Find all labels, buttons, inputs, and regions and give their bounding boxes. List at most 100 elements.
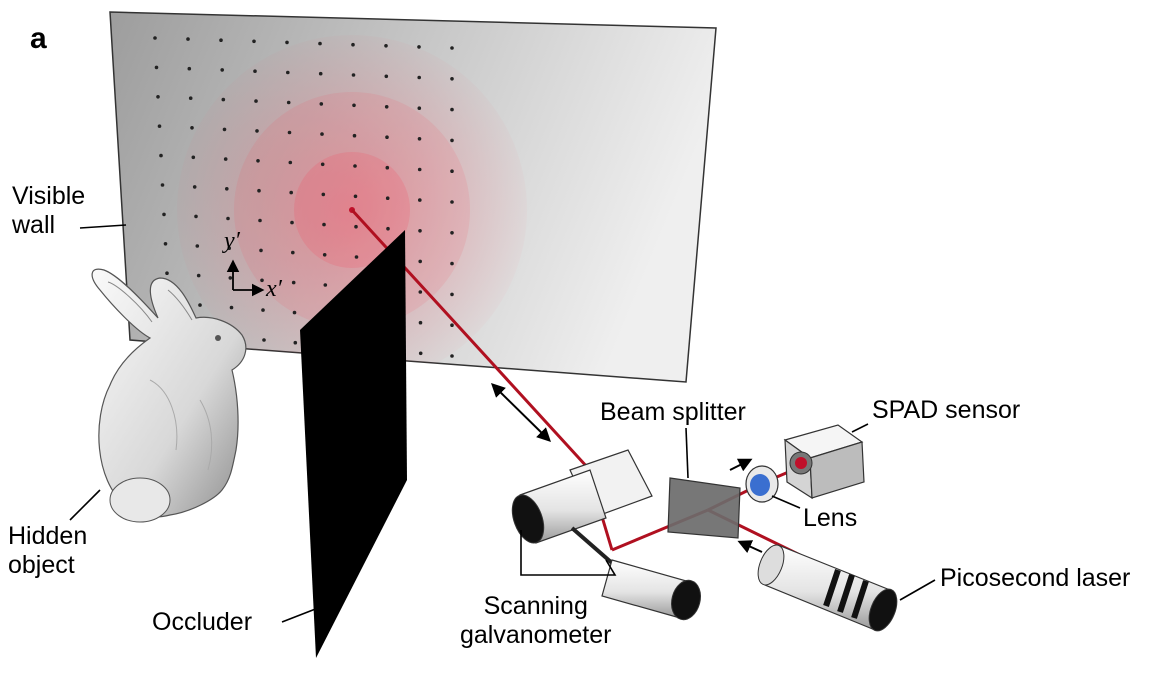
leader-lens (771, 495, 801, 509)
leader-beam-splitter (685, 427, 689, 479)
label-scanning-galvanometer: Scanning galvanometer (460, 592, 612, 649)
grid-dot (156, 95, 160, 99)
grid-dot (286, 70, 290, 75)
label-axis-y: y′ (224, 228, 240, 254)
grid-dot (417, 45, 421, 49)
grid-dot (163, 242, 168, 246)
grid-dot (352, 103, 356, 108)
grid-dot (351, 42, 355, 47)
label-occluder: Occluder (152, 608, 253, 636)
grid-dot (192, 185, 197, 189)
grid-dot (227, 246, 231, 250)
grid-dot (198, 303, 202, 307)
grid-dot (450, 354, 454, 358)
grid-dot (293, 340, 298, 345)
label-beam-splitter: Beam splitter (600, 398, 746, 426)
leader-visible-wall (79, 224, 127, 229)
sensor-arrow (729, 458, 753, 472)
grid-dot (260, 278, 264, 283)
grid-dot (450, 323, 454, 328)
grid-dot (157, 124, 162, 128)
grid-dot (194, 214, 198, 219)
label-axis-x: x′ (266, 276, 282, 302)
grid-dot (159, 153, 163, 158)
grid-dot (162, 212, 166, 217)
grid-dot (386, 226, 390, 231)
grid-dot (285, 40, 289, 45)
grid-dot (384, 74, 389, 79)
grid-dot (286, 100, 291, 105)
grid-dot (225, 187, 229, 191)
grid-dot (353, 164, 357, 168)
grid-dot (257, 188, 261, 193)
galvanometer-motor-1 (511, 469, 607, 544)
grid-dot (417, 75, 422, 80)
grid-dot (450, 231, 454, 235)
grid-dot (288, 160, 293, 165)
grid-dot (352, 133, 357, 138)
grid-dot (289, 190, 294, 195)
grid-dot (354, 255, 359, 259)
grid-dot (196, 273, 201, 278)
grid-dot (290, 220, 294, 225)
grid-dot (287, 130, 292, 135)
leader-hidden-object (69, 489, 101, 521)
beam-splitter (667, 477, 741, 539)
grid-dot (322, 222, 326, 227)
grid-dot (229, 305, 234, 310)
grid-dot (384, 44, 388, 48)
grid-dot (450, 169, 454, 173)
grid-dot (322, 253, 327, 257)
grid-dot (220, 68, 224, 72)
grid-dot (385, 135, 389, 139)
grid-dot (418, 259, 423, 264)
galvanometer-motor-2 (570, 526, 701, 621)
leader-galvanometer (520, 530, 617, 576)
grid-dot (450, 292, 454, 297)
grid-dot (253, 69, 257, 73)
grid-dot (417, 137, 422, 141)
grid-dot (262, 338, 266, 342)
leader-spad (851, 423, 869, 433)
laser-arrow (737, 540, 763, 554)
lens (745, 465, 779, 503)
label-hidden-object: Hidden object (8, 522, 88, 579)
grid-dot (418, 229, 422, 233)
grid-dot (318, 71, 323, 76)
grid-dot (351, 73, 356, 77)
grid-dot (153, 36, 157, 40)
label-lens: Lens (803, 504, 858, 532)
grid-dot (319, 102, 324, 106)
grid-dot (318, 41, 322, 46)
panel-label: a (30, 22, 47, 55)
picosecond-laser (757, 544, 898, 632)
grid-dot (353, 194, 358, 199)
grid-dot (255, 129, 259, 133)
grid-dot (223, 157, 228, 161)
spad-sensor (783, 424, 865, 500)
grid-dot (320, 132, 324, 136)
grid-dot (252, 39, 256, 44)
grid-dot (418, 198, 422, 202)
occluder (300, 230, 407, 658)
grid-dot (160, 183, 165, 187)
grid-dot (187, 66, 192, 71)
grid-dot (385, 196, 390, 200)
grid-dot (186, 37, 190, 41)
grid-dot (450, 46, 454, 50)
grid-dot (154, 65, 159, 70)
label-spad-sensor: SPAD sensor (872, 396, 1021, 424)
label-visible-wall: Visible wall (12, 182, 86, 239)
grid-dot (258, 218, 262, 223)
grid-dot (195, 244, 200, 248)
grid-dot (256, 159, 260, 163)
grid-dot (354, 224, 358, 229)
label-picosecond-laser: Picosecond laser (940, 564, 1131, 592)
grid-dot (254, 99, 258, 103)
grid-dot (228, 276, 233, 280)
grid-dot (417, 106, 422, 110)
grid-dot (418, 320, 423, 325)
grid-dot (261, 308, 265, 312)
grid-dot (418, 290, 423, 294)
